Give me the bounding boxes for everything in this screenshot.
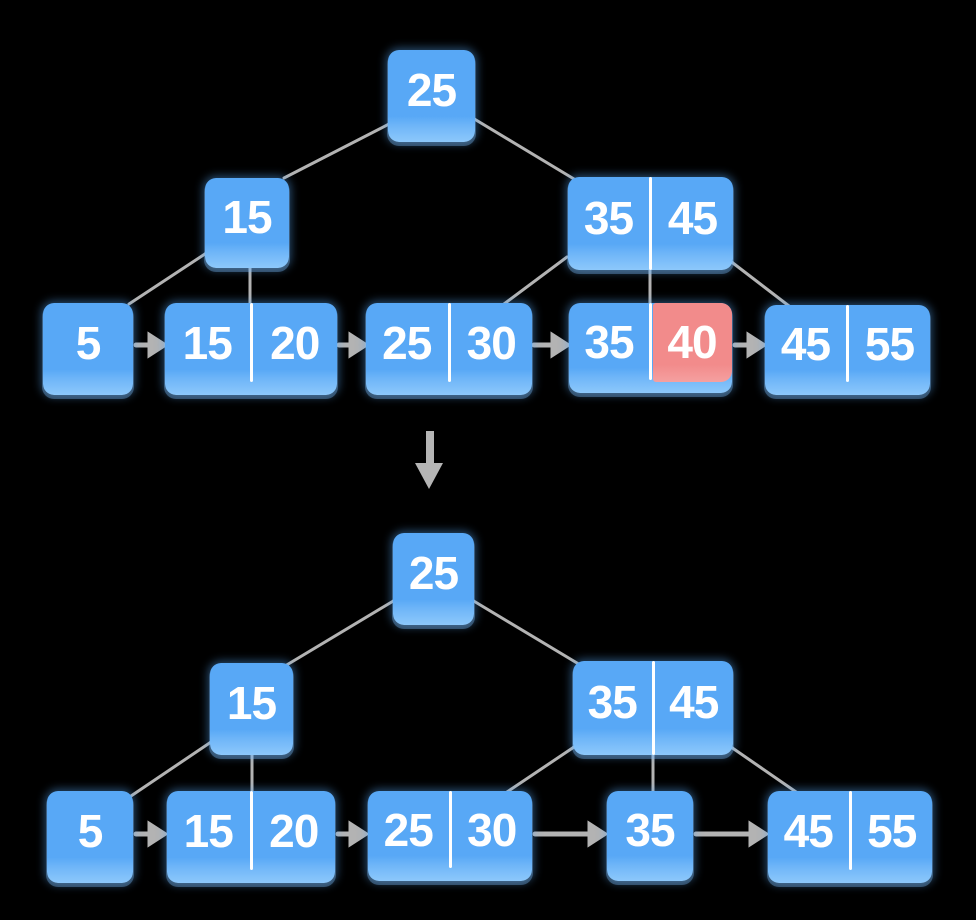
node-after-internal-left: 15: [210, 663, 293, 755]
arrowhead-icon: [348, 331, 370, 359]
key-cell: 15: [226, 677, 277, 729]
arrowhead-icon: [587, 820, 609, 848]
node-before-leaf-5: 45 55: [765, 305, 930, 395]
cell-divider: [448, 791, 452, 868]
arrowhead-icon: [147, 331, 169, 359]
node-before-root: 25: [388, 50, 475, 142]
key-cell: 45: [669, 676, 719, 728]
cell-divider: [649, 177, 652, 270]
node-after-leaf-1: 5: [47, 791, 133, 883]
after-leaf-arrows: [133, 820, 770, 848]
arrowhead-icon: [147, 820, 169, 848]
edge-line: [505, 743, 579, 794]
arrowhead-icon: [550, 331, 572, 359]
arrowhead-icon: [746, 331, 768, 359]
edge-line: [282, 120, 395, 180]
node-after-leaf-3: 25 30: [368, 791, 532, 881]
key-cell: 45: [780, 318, 831, 370]
cell-divider: [249, 791, 253, 870]
key-cell: 15: [182, 317, 233, 369]
key-cell: 55: [864, 318, 915, 370]
down-arrowhead-icon: [415, 463, 443, 489]
node-before-leaf-3: 25 30: [366, 303, 532, 395]
node-before-leaf-1: 5: [43, 303, 133, 395]
key-cell: 35: [625, 804, 675, 856]
node-after-internal-right: 35 45: [573, 661, 733, 755]
cell-divider: [846, 305, 849, 382]
edge-line: [283, 598, 397, 668]
edge-line: [502, 255, 569, 306]
edge-line: [129, 738, 216, 798]
key-cell: 35: [583, 191, 634, 244]
node-after-root: 25: [393, 533, 474, 625]
before-leaf-arrows: [133, 331, 768, 359]
node-before-leaf-4: 35 40: [569, 303, 732, 393]
edge-line: [729, 745, 801, 796]
key-cell: 25: [408, 547, 459, 599]
key-cell: 25: [383, 804, 434, 856]
key-cell: 20: [269, 805, 319, 857]
highlighted-cell-background: [652, 303, 732, 382]
key-cell-highlighted: 40: [667, 316, 717, 368]
arrowhead-icon: [348, 820, 370, 848]
node-after-leaf-2: 15 20: [167, 791, 335, 883]
key-cell: 45: [783, 805, 834, 857]
key-cell: 35: [584, 316, 634, 368]
transition-down-arrow-icon: [415, 431, 443, 489]
node-before-internal-left: 15: [205, 178, 289, 268]
key-cell: 5: [77, 805, 104, 857]
edge-line: [727, 258, 791, 308]
edge-line: [469, 115, 576, 181]
key-cell: 25: [406, 64, 457, 116]
key-cell: 15: [222, 191, 272, 243]
node-before-internal-right: 35 45: [568, 177, 733, 270]
key-cell: 45: [667, 191, 718, 244]
cell-divider: [649, 303, 652, 380]
cell-divider: [447, 303, 451, 382]
down-arrow-stem: [426, 431, 434, 465]
cell-divider: [848, 791, 852, 870]
key-cell: 30: [467, 804, 517, 856]
key-cell: 20: [270, 317, 320, 369]
before-tree-edges: [127, 115, 791, 308]
cell-divider: [249, 303, 253, 382]
arrowhead-icon: [748, 820, 770, 848]
key-cell: 15: [183, 805, 234, 857]
node-before-leaf-2: 15 20: [165, 303, 337, 395]
key-cell: 25: [382, 317, 432, 369]
edge-line: [470, 598, 584, 668]
cell-divider: [651, 661, 655, 755]
key-cell: 30: [466, 317, 517, 369]
edge-line: [127, 248, 213, 306]
node-after-leaf-5: 45 55: [768, 791, 932, 883]
key-cell: 35: [587, 676, 638, 728]
key-cell: 5: [75, 317, 102, 369]
after-tree-edges: [129, 598, 801, 798]
node-after-leaf-4: 35: [607, 791, 693, 881]
key-cell: 55: [867, 805, 917, 857]
